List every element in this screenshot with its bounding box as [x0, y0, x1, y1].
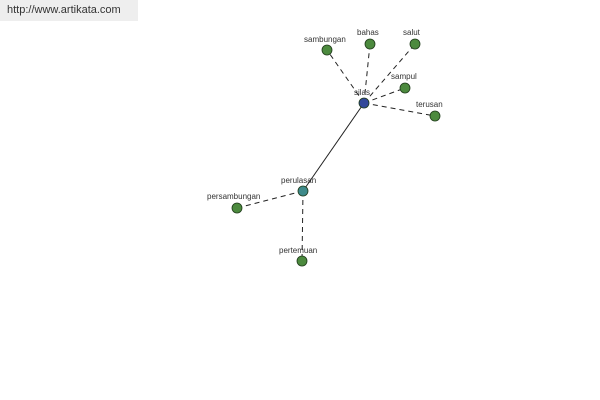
node-label-bahas[interactable]: bahas [357, 28, 379, 37]
edge-perulasan-pertemuan [301, 190, 304, 262]
node-salut[interactable] [409, 38, 421, 50]
edge-perulasan-persambungan [236, 190, 304, 209]
node-label-pertemuan[interactable]: pertemuan [279, 246, 317, 255]
source-url[interactable]: http://www.artikata.com [0, 0, 138, 21]
node-label-silas[interactable]: silas [354, 88, 370, 97]
node-silas[interactable] [358, 97, 370, 109]
node-pertemuan[interactable] [296, 255, 308, 267]
node-label-sambungan[interactable]: sambungan [304, 35, 346, 44]
edge-silas-sampul [363, 87, 406, 104]
node-sampul[interactable] [399, 82, 411, 94]
node-label-perulasan[interactable]: perulasan [281, 176, 316, 185]
node-label-salut[interactable]: salut [403, 28, 421, 37]
edge-silas-bahas [363, 43, 371, 104]
nodes-layer [231, 38, 441, 267]
edge-silas-perulasan [302, 102, 365, 192]
labels-layer: silas perulasan sambungan bahas salut sampul t… [207, 28, 443, 255]
node-sambungan[interactable] [321, 44, 333, 56]
node-label-sampul[interactable]: sampul [391, 72, 417, 81]
edges-layer [236, 43, 436, 262]
edge-silas-salut [363, 43, 416, 104]
node-persambungan[interactable] [231, 202, 243, 214]
node-label-terusan[interactable]: terusan [416, 100, 443, 109]
node-label-persambungan[interactable]: persambungan [207, 192, 260, 201]
edge-silas-terusan [363, 102, 436, 117]
node-terusan[interactable] [429, 110, 441, 122]
edge-silas-sambungan [326, 49, 365, 104]
node-bahas[interactable] [364, 38, 376, 50]
node-perulasan[interactable] [297, 185, 309, 197]
